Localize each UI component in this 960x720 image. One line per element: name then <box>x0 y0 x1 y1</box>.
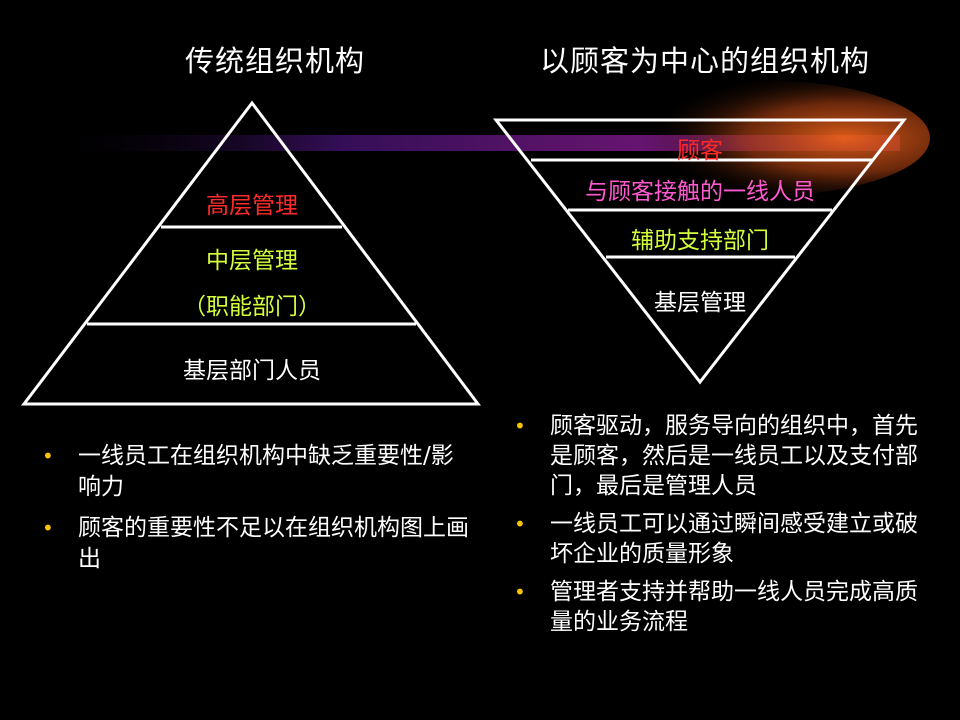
inverted-label-support-departments: 辅助支持部门 <box>631 228 769 254</box>
traditional-structure-title: 传统组织机构 <box>184 44 365 78</box>
bullet-text: 一线员工在组织机构中缺乏重要性/影响力 <box>78 443 454 500</box>
bullet-icon: • <box>42 516 54 540</box>
customer-centric-structure-title: 以顾客为中心的组织机构 <box>539 44 870 78</box>
bullet-icon: • <box>514 580 526 604</box>
pyramid <box>20 100 482 406</box>
bullet-text: 一线员工可以通过瞬间感受建立或破坏企业的质量形象 <box>550 511 918 567</box>
inverted-pyramid <box>492 118 908 385</box>
pyramid-label-functional-departments: （职能部门） <box>183 294 321 320</box>
bullet-text: 顾客的重要性不足以在组织机构图上画出 <box>78 515 469 572</box>
bullet-icon: • <box>514 512 526 536</box>
inverted-label-customer: 顾客 <box>677 138 723 164</box>
bullet-icon: • <box>42 444 54 468</box>
left-bullet-list: • 一线员工在组织机构中缺乏重要性/影响力 • 顾客的重要性不足以在组织机构图上… <box>42 441 470 585</box>
list-item: • 顾客驱动，服务导向的组织中，首先是顾客，然后是一线员工以及支付部门，最后是管… <box>514 411 938 501</box>
inverted-label-base-management: 基层管理 <box>654 290 746 316</box>
pyramid-outline <box>20 100 482 406</box>
list-item: • 一线员工可以通过瞬间感受建立或破坏企业的质量形象 <box>514 509 938 569</box>
list-item: • 一线员工在组织机构中缺乏重要性/影响力 <box>42 441 470 503</box>
pyramid-label-middle-management: 中层管理 <box>206 248 298 274</box>
list-item: • 管理者支持并帮助一线人员完成高质量的业务流程 <box>514 577 938 637</box>
background-glow <box>40 80 930 196</box>
bullet-icon: • <box>514 414 526 438</box>
bullet-text: 管理者支持并帮助一线人员完成高质量的业务流程 <box>550 579 918 635</box>
list-item: • 顾客的重要性不足以在组织机构图上画出 <box>42 513 470 575</box>
pyramid-label-frontline-staff: 基层部门人员 <box>183 358 321 384</box>
inverted-label-frontline-staff: 与顾客接触的一线人员 <box>585 179 815 205</box>
pyramid-label-top-management: 高层管理 <box>206 193 298 219</box>
right-bullet-list: • 顾客驱动，服务导向的组织中，首先是顾客，然后是一线员工以及支付部门，最后是管… <box>514 411 938 647</box>
orange-flare <box>590 80 930 196</box>
inverted-pyramid-outline <box>492 118 908 385</box>
bullet-text: 顾客驱动，服务导向的组织中，首先是顾客，然后是一线员工以及支付部门，最后是管理人… <box>550 413 918 499</box>
